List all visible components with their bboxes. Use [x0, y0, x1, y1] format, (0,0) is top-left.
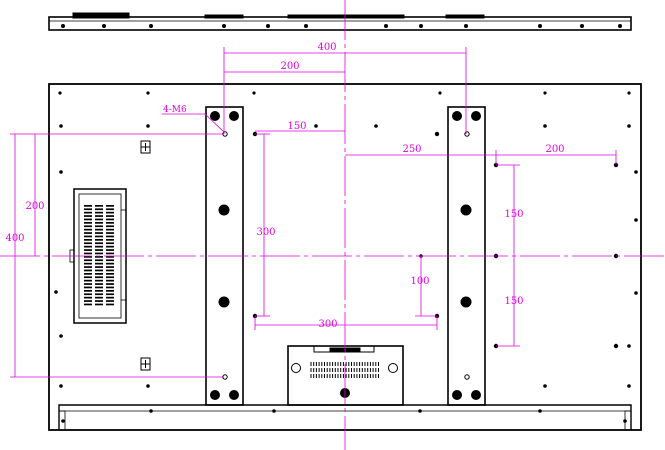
dim-right-150-lower: 150 — [504, 296, 523, 307]
side-view-body — [48, 16, 632, 31]
dimension-labels: 400 200 4-M6 150 250 200 200 400 300 100… — [5, 42, 564, 330]
dim-top-400: 400 — [317, 42, 336, 53]
ground-symbol-upper — [140, 140, 151, 154]
dim-right-150-upper: 150 — [504, 209, 523, 220]
ground-symbol-lower — [140, 357, 151, 371]
dim-center-100: 100 — [410, 276, 429, 287]
dim-right-200: 200 — [545, 144, 564, 155]
dim-left-v-400: 400 — [5, 233, 24, 244]
side-view — [48, 12, 632, 31]
dim-bottom-300: 300 — [318, 319, 337, 330]
dim-mid-250: 250 — [402, 144, 421, 155]
dim-left-v-200: 200 — [25, 201, 44, 212]
dim-left-150: 150 — [287, 121, 306, 132]
screw-holes — [54, 91, 638, 423]
dim-bracket-300: 300 — [256, 227, 275, 238]
side-view-connector — [72, 12, 130, 19]
hole-callout: 4-M6 — [163, 105, 187, 115]
right-bracket — [447, 106, 486, 406]
dim-top-200: 200 — [280, 61, 299, 72]
connector-box — [287, 345, 404, 406]
left-bracket — [205, 106, 244, 406]
